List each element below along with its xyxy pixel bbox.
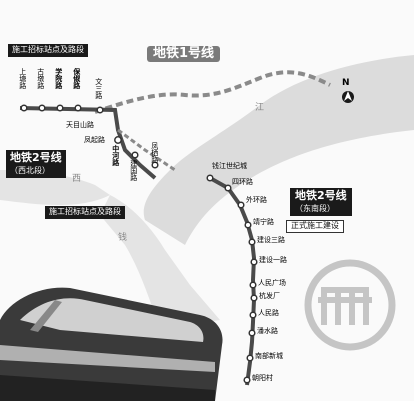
station-dot-fengling: [151, 161, 159, 169]
station-dot-zhonghe: [114, 136, 122, 144]
river-west: [0, 170, 110, 205]
station-tianmushan: 天目山路: [66, 121, 94, 129]
metro-line-2-se: [209, 176, 257, 386]
river-label-mid: 江: [255, 103, 265, 113]
station-dot-se-5: [250, 258, 258, 266]
station-dot-jianguo: [131, 151, 139, 159]
station-dot-wenyi: [96, 106, 104, 114]
station-dot-se-10: [246, 354, 254, 362]
station-dot-se-1: [224, 184, 232, 192]
line2-se-title-text: 地铁2号线: [295, 189, 347, 202]
station-dot-shangtang: [20, 104, 28, 112]
station-se-2: 外环路: [246, 196, 267, 204]
station-fengqi: 凤起路: [84, 136, 105, 144]
river: [143, 55, 414, 245]
north-label: N: [342, 78, 350, 88]
station-se-3: 靖宁路: [253, 218, 274, 226]
line2-se-note: 正式施工建设: [286, 220, 344, 233]
station-se-6: 人民广场: [258, 279, 286, 287]
line2-nw-title-text: 地铁2号线: [10, 151, 62, 164]
station-se-5: 建设一路: [259, 256, 287, 264]
station-zhonghe: 中河路: [111, 145, 120, 166]
station-se-9: 潘水路: [257, 327, 278, 335]
station-se-11: 朝阳村: [252, 374, 273, 382]
station-fengling: 凤栖路: [150, 142, 159, 163]
station-se-4: 建设三路: [257, 236, 285, 244]
station-dot-se-7: [250, 294, 258, 302]
line2-nw-title: 地铁2号线 （西北段）: [6, 150, 66, 179]
metro-train-illustration: [0, 287, 223, 401]
station-dot-se-2: [237, 201, 245, 209]
station-baochu: 保俶路: [72, 68, 81, 89]
metro-line-1: [94, 70, 331, 114]
station-dot-se-4: [248, 238, 256, 246]
line2-se-title: 地铁2号线 （东南段）: [290, 188, 352, 217]
station-dot-gudun: [38, 104, 46, 112]
station-se-1: 四环路: [232, 178, 253, 186]
station-jianguo: 建国路: [129, 160, 138, 181]
station-dot-se-9: [248, 329, 256, 337]
line2-nw-sub: （西北段）: [10, 166, 50, 176]
station-dot-se-6: [249, 281, 257, 289]
station-dot-se-0: [206, 174, 214, 182]
metro-logo-icon: [304, 259, 396, 351]
line2-se-sub: （东南段）: [295, 204, 335, 214]
station-dot-se-11: [243, 376, 251, 384]
line1-title: 地铁1号线: [147, 46, 221, 63]
river-label-south: 钱: [118, 233, 128, 243]
station-se-8: 人民路: [258, 309, 279, 317]
station-dot-baochu: [74, 104, 82, 112]
station-se-10: 南部新城: [255, 352, 283, 360]
station-se-0: 钱江世纪城: [212, 162, 247, 170]
station-shangtang: 上塘路: [18, 68, 27, 89]
station-wenyi: 文三路: [94, 78, 103, 99]
station-dot-se-8: [249, 311, 257, 319]
station-se-7: 杭发厂: [259, 292, 280, 300]
station-gudun: 古墩路: [36, 68, 45, 89]
north-arrow-icon: [342, 91, 354, 103]
metro-line-2-nw-branch: [117, 128, 176, 172]
construction-label-top: 施工招标站点及路段: [8, 44, 88, 57]
station-xueyuan: 学院路: [54, 68, 63, 89]
construction-label-mid: 施工招标站点及路段: [45, 206, 125, 219]
station-dot-se-3: [244, 221, 252, 229]
river-south: [100, 195, 220, 330]
station-dot-xueyuan: [56, 104, 64, 112]
river-label-west: 西: [72, 174, 82, 184]
